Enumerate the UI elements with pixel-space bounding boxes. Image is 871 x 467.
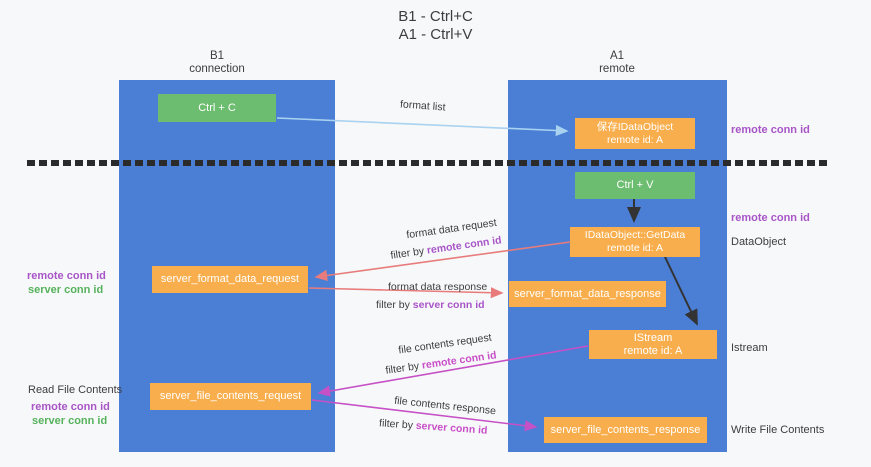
write-file-contents-label: Write File Contents xyxy=(731,424,825,436)
label-filter-format-response: filter by server conn id xyxy=(376,299,485,311)
left-file-server-conn-id: server conn id xyxy=(32,415,108,427)
node-server-format-data-response-label: server_format_data_response xyxy=(514,287,661,300)
label-file-contents-response: file contents response xyxy=(393,394,497,418)
read-file-contents-label: Read File Contents xyxy=(28,384,123,396)
column-header-b1-subtitle: connection xyxy=(189,63,245,75)
node-istream-line1: IStream xyxy=(633,331,673,344)
node-server-file-contents-response-label: server_file_contents_response xyxy=(550,423,701,436)
right-mid-remote-conn-id: remote conn id xyxy=(731,212,810,224)
label-filter-file-response: filter by server conn id xyxy=(379,417,488,437)
node-ctrl-c: Ctrl + C xyxy=(158,94,276,122)
node-ctrl-v-label: Ctrl + V xyxy=(616,179,654,191)
node-idataobject-getdata-line1: IDataObject::GetData xyxy=(584,229,686,241)
dataobject-label: DataObject xyxy=(731,236,787,248)
node-server-file-contents-response: server_file_contents_response xyxy=(544,417,707,443)
column-header-a1-title: A1 xyxy=(609,50,625,62)
label-filter-by: filter by xyxy=(376,299,413,311)
node-save-idataobject-line2: remote id: A xyxy=(606,133,664,146)
left-format-server-conn-id: server conn id xyxy=(28,284,104,296)
left-format-remote-conn-id: remote conn id xyxy=(27,270,106,282)
node-server-format-data-response: server_format_data_response xyxy=(509,281,666,307)
node-server-file-contents-request-label: server_file_contents_request xyxy=(159,390,302,402)
node-save-idataobject-line1: 保存IDataObject xyxy=(596,120,674,133)
title-line-2: A1 - Ctrl+V xyxy=(398,26,473,43)
column-header-a1-subtitle: remote xyxy=(599,63,635,75)
column-header-a1: A1 remote xyxy=(517,50,717,76)
label-remote-conn-id: remote conn id xyxy=(426,234,503,257)
node-save-idataobject: 保存IDataObject remote id: A xyxy=(575,118,695,149)
node-idataobject-getdata-line2: remote id: A xyxy=(606,242,664,254)
node-server-format-data-request: server_format_data_request xyxy=(152,266,308,293)
node-server-format-data-request-label: server_format_data_request xyxy=(160,273,300,285)
node-istream-line2: remote id: A xyxy=(623,344,683,357)
label-filter-by: filter by xyxy=(389,244,428,262)
label-format-list: format list xyxy=(399,98,446,114)
istream-label: Istream xyxy=(731,342,768,354)
label-server-conn-id: server conn id xyxy=(415,419,488,437)
column-header-b1-title: B1 xyxy=(209,50,225,62)
left-file-remote-conn-id: remote conn id xyxy=(31,401,110,413)
label-filter-by: filter by xyxy=(378,417,417,432)
node-ctrl-v: Ctrl + V xyxy=(575,172,695,199)
label-server-conn-id: server conn id xyxy=(412,299,485,311)
right-top-remote-conn-id: remote conn id xyxy=(731,124,810,136)
node-idataobject-getdata: IDataObject::GetData remote id: A xyxy=(570,227,700,257)
label-filter-by: filter by xyxy=(384,359,423,377)
column-header-b1: B1 connection xyxy=(117,50,317,76)
diagram-title: B1 - Ctrl+C A1 - Ctrl+V xyxy=(0,8,871,44)
node-istream: IStream remote id: A xyxy=(589,330,717,359)
title-line-1: B1 - Ctrl+C xyxy=(398,8,473,25)
node-server-file-contents-request: server_file_contents_request xyxy=(150,383,311,410)
dashed-separator xyxy=(27,160,830,166)
label-remote-conn-id: remote conn id xyxy=(421,349,498,372)
node-ctrl-c-label: Ctrl + C xyxy=(198,101,236,114)
label-format-data-response: format data response xyxy=(388,281,488,293)
